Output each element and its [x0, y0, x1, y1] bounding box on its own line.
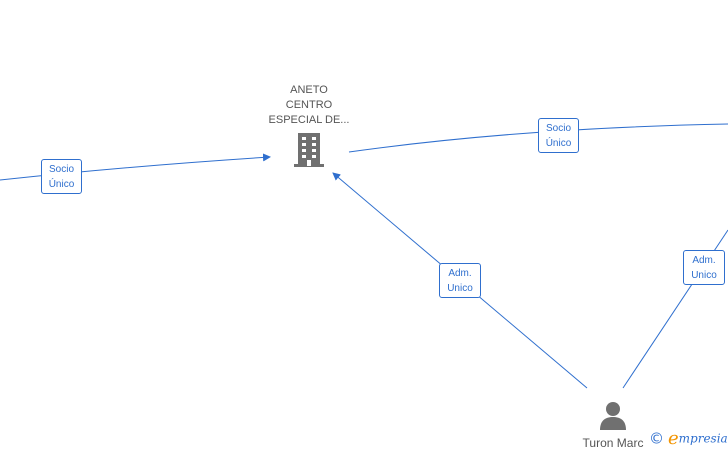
- person-name: Turon Marc: [582, 436, 644, 450]
- person-node[interactable]: Turon Marc: [563, 400, 663, 450]
- company-name-line: CENTRO: [285, 99, 333, 111]
- company-node[interactable]: ANETO CENTRO ESPECIAL DE...: [259, 83, 359, 167]
- edge-label-left-socio[interactable]: Socio Único: [41, 159, 82, 194]
- edge-right-socio: [348, 123, 728, 153]
- edge-label-line: Único: [48, 179, 75, 190]
- company-name-line: ANETO: [290, 84, 328, 96]
- edge-label-line: Socio: [545, 123, 571, 134]
- person-icon: [563, 400, 663, 430]
- edge-label-center-adm[interactable]: Adm. Unico: [439, 263, 481, 298]
- empresia-brand[interactable]: ©empresia: [649, 428, 728, 449]
- company-name-line: ESPECIAL DE...: [268, 114, 350, 126]
- copyright-icon: ©: [649, 429, 664, 448]
- edge-label-line: Unico: [691, 270, 717, 281]
- edge-label-right-adm[interactable]: Adm. Unico: [683, 250, 725, 285]
- edge-label-right-socio[interactable]: Socio Único: [538, 118, 579, 153]
- edge-label-line: Adm.: [692, 255, 716, 266]
- company-name: ANETO CENTRO ESPECIAL DE...: [259, 83, 359, 128]
- edge-left-socio: [0, 153, 271, 181]
- edge-label-line: Socio: [48, 164, 74, 175]
- building-icon: [259, 133, 359, 167]
- edge-label-line: Único: [545, 138, 572, 149]
- empresia-logo-text: mpresia: [678, 431, 728, 446]
- empresia-logo-e: e: [668, 428, 679, 449]
- edge-label-line: Unico: [447, 283, 473, 294]
- edge-label-line: Adm.: [448, 268, 472, 279]
